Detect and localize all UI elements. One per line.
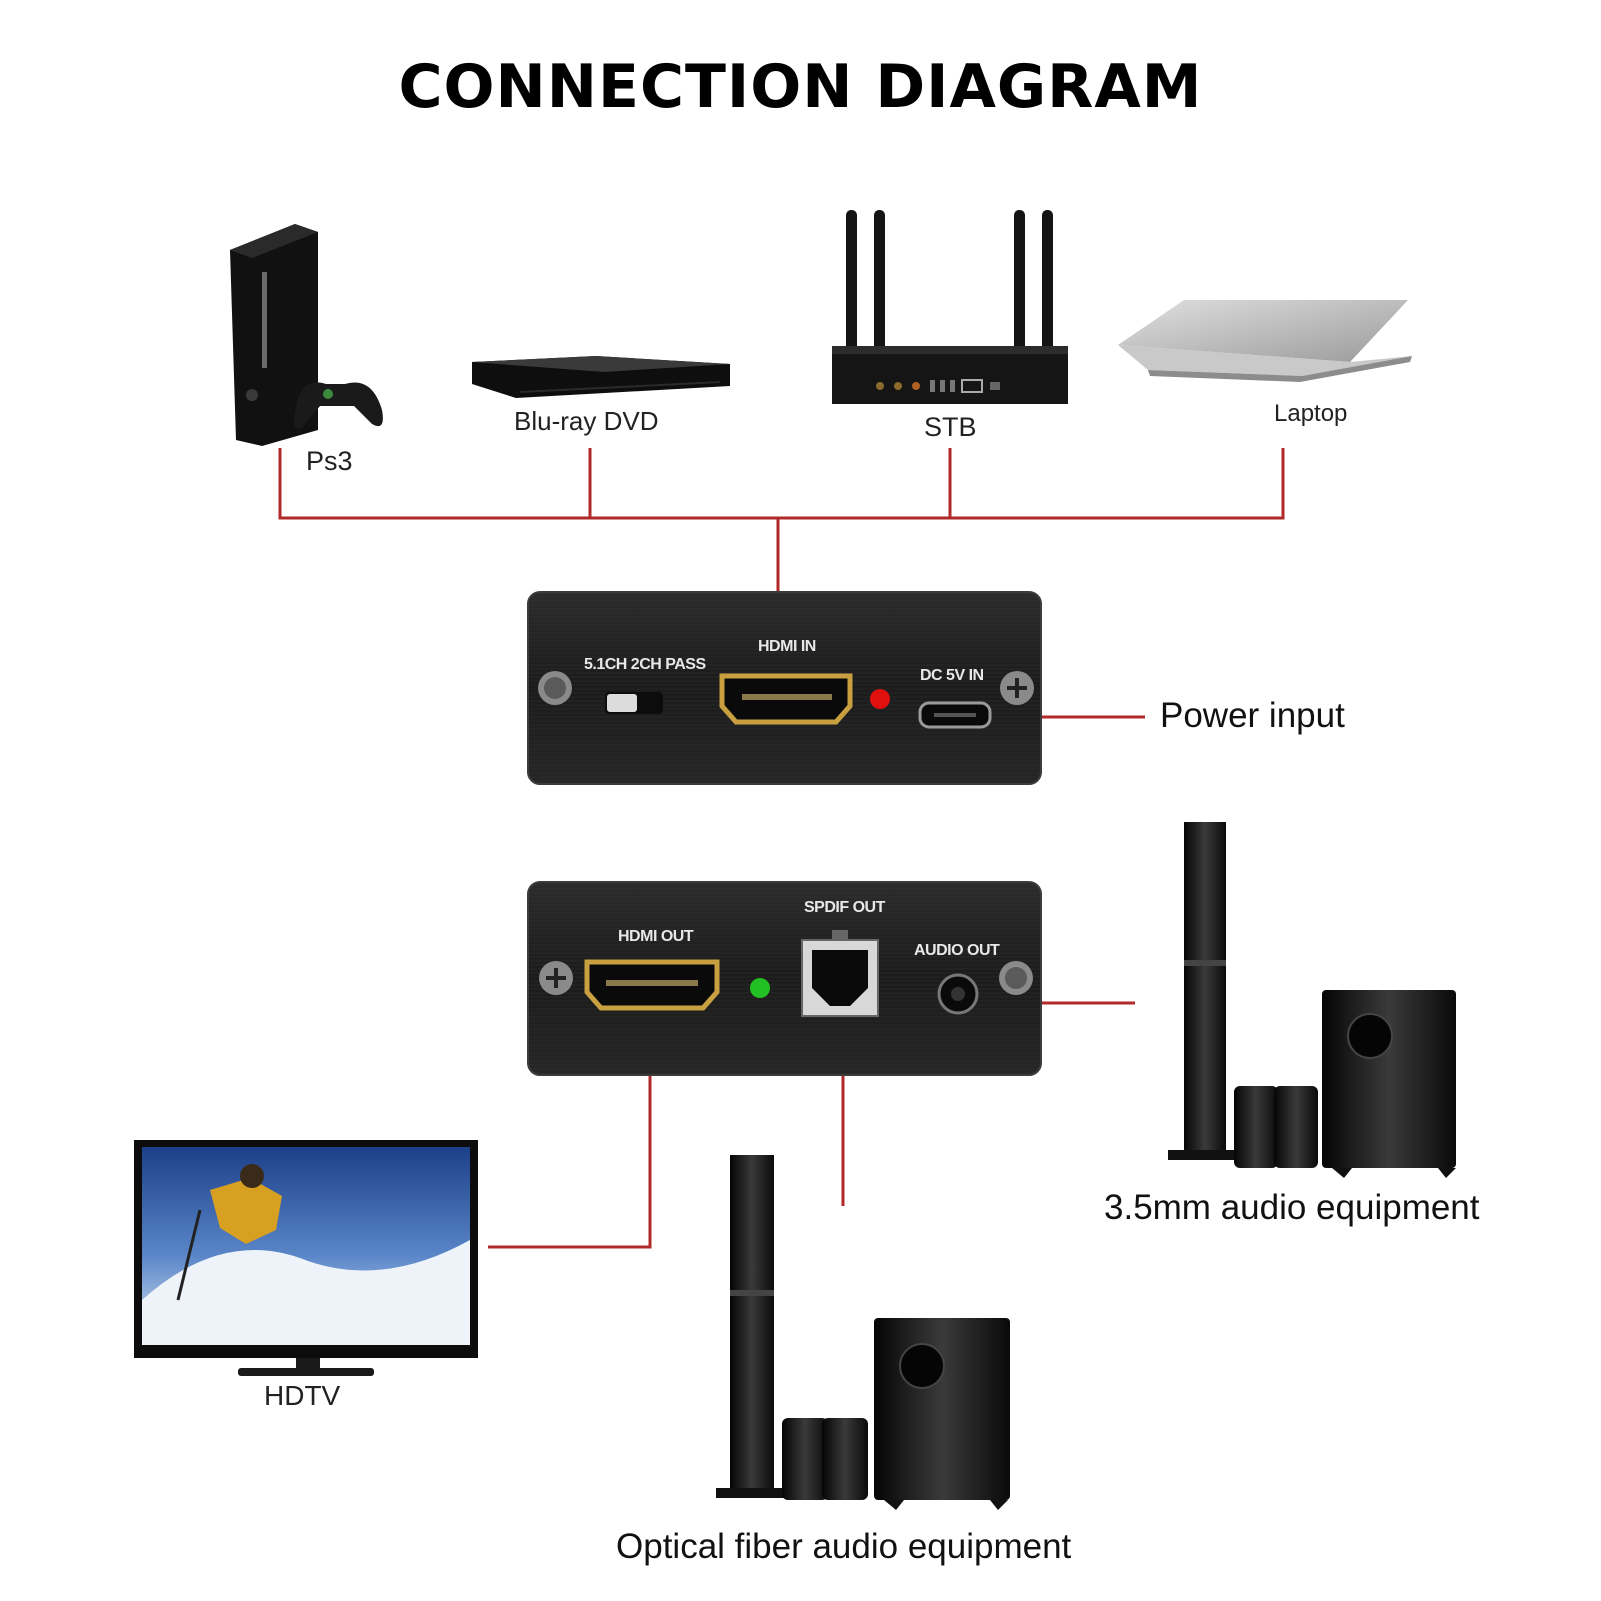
hdtv-line <box>488 1042 652 1249</box>
spdif-out-label: SPDIF OUT <box>804 899 885 916</box>
hdmi-out-label: HDMI OUT <box>618 928 694 945</box>
mode-switch <box>605 692 663 714</box>
bluray-player-icon <box>472 356 730 398</box>
front-right-screw-icon <box>1000 671 1034 705</box>
stb-label: STB <box>924 412 977 442</box>
device-back-panel <box>527 881 1042 1076</box>
back-green-led <box>750 978 770 998</box>
hdmi-in-port <box>719 673 853 725</box>
device-front-panel <box>527 591 1042 785</box>
switch-mode-label: 5.1CH 2CH PASS <box>584 656 706 673</box>
optical-speakers-icon <box>716 1155 1010 1510</box>
hdmi-out-port <box>584 959 720 1011</box>
front-red-led <box>870 689 890 709</box>
connector-lines <box>278 448 1285 1249</box>
bluray-label: Blu-ray DVD <box>514 406 659 436</box>
back-right-screw-icon <box>999 961 1033 995</box>
audio35-speakers-icon <box>1168 822 1456 1178</box>
stb-router-icon <box>832 210 1068 404</box>
spdif-optical-port <box>801 930 879 1017</box>
ps3-label: Ps3 <box>306 446 353 476</box>
front-left-screw-icon <box>538 671 572 705</box>
hdtv-label: HDTV <box>264 1380 341 1411</box>
source-bus-line <box>278 448 1285 520</box>
hdtv-icon <box>134 1140 478 1376</box>
back-left-screw-icon <box>539 961 573 995</box>
optical-label: Optical fiber audio equipment <box>616 1527 1072 1566</box>
diagram-title: CONNECTION DIAGRAM <box>398 52 1203 122</box>
laptop-label: Laptop <box>1274 400 1348 427</box>
audio35-label: 3.5mm audio equipment <box>1104 1188 1480 1227</box>
dc-power-port <box>918 701 992 729</box>
audio-out-jack <box>937 973 979 1015</box>
ps3-console-icon <box>230 224 383 446</box>
audio-out-label: AUDIO OUT <box>914 942 1000 959</box>
laptop-icon <box>1118 300 1412 382</box>
power-input-label: Power input <box>1160 696 1345 735</box>
dc-in-label: DC 5V IN <box>920 667 984 684</box>
hdmi-in-label: HDMI IN <box>758 638 816 655</box>
